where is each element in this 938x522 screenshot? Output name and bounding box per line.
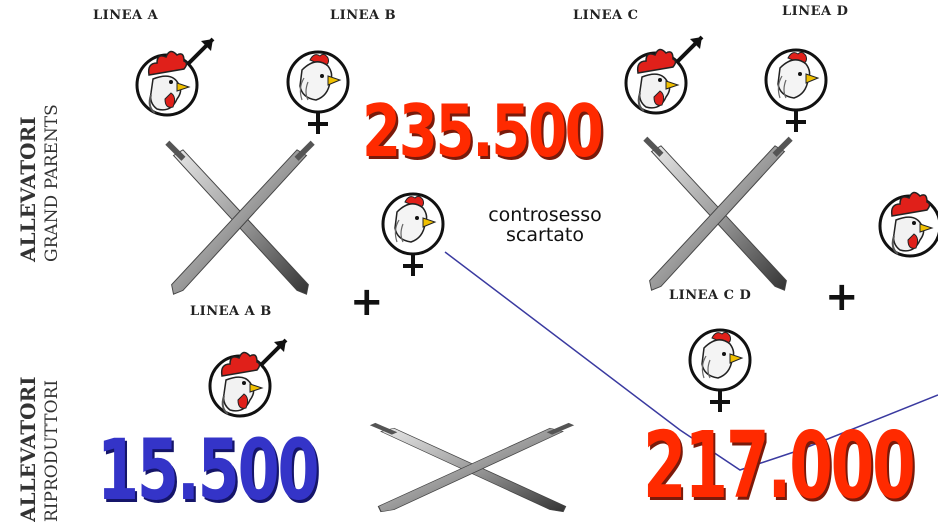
- male-symbol-icon: [676, 35, 704, 63]
- label-linea-d: LINEA D: [782, 4, 849, 19]
- cross-swords-icon: [642, 136, 794, 291]
- cross-swords-icon: [164, 140, 316, 295]
- label-linea-c: LINEA C: [573, 8, 639, 23]
- discarded-note-line2: scartato: [506, 224, 584, 246]
- cross-swords-icon: [369, 422, 575, 513]
- rooster-icon: [878, 190, 938, 258]
- hen-icon: [286, 50, 350, 136]
- number-top-center: 235.500: [362, 89, 604, 173]
- plus-sign-right: +: [825, 274, 859, 320]
- plus-sign-left: +: [350, 279, 384, 325]
- male-symbol-icon: [260, 338, 288, 366]
- female-symbol-icon: [708, 388, 732, 414]
- rooster-icon: [135, 37, 215, 117]
- hen-icon: [381, 192, 445, 278]
- label-linea-ab: LINEA A B: [190, 304, 272, 319]
- male-symbol-icon: [187, 37, 215, 65]
- number-bottom-right: 217.000: [643, 412, 916, 519]
- label-linea-a: LINEA A: [93, 8, 159, 23]
- female-symbol-icon: [306, 110, 330, 136]
- female-symbol-icon: [784, 108, 808, 134]
- hen-icon: [764, 48, 828, 134]
- number-bottom-left: 15.500: [97, 421, 320, 519]
- label-linea-b: LINEA B: [330, 8, 397, 23]
- hen-icon: [688, 328, 752, 414]
- label-linea-cd: LINEA C D: [669, 288, 752, 303]
- discarded-note: controsesso scartato: [455, 205, 635, 245]
- flow-line: [444, 251, 938, 471]
- rooster-icon: [208, 338, 288, 418]
- rooster-icon: [624, 35, 704, 115]
- discarded-note-line1: controsesso: [488, 204, 602, 226]
- female-symbol-icon: [401, 252, 425, 278]
